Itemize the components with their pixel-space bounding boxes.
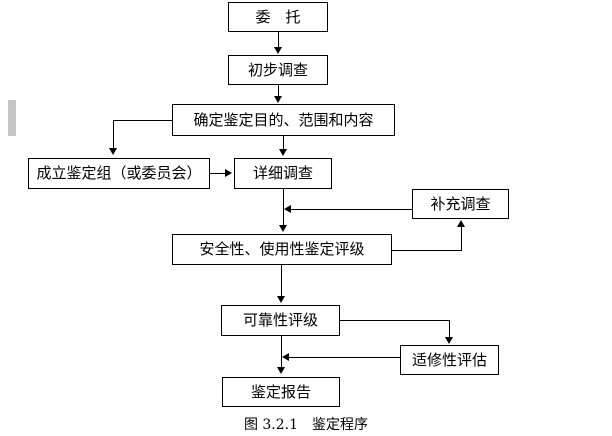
arrowhead-safety-to-reliability [277, 296, 285, 303]
arrowhead-supplementary-to-trunk [284, 205, 291, 213]
node-supplementary-survey[interactable]: 补充调查 [412, 189, 509, 219]
node-appraisal-report[interactable]: 鉴定报告 [222, 377, 340, 407]
node-supplementary-survey-label: 补充调查 [430, 194, 491, 213]
edge-team-to-detailed [210, 173, 226, 174]
node-entrust[interactable]: 委 托 [228, 2, 328, 32]
arrowhead-detailed-to-safety [279, 225, 287, 232]
arrowhead-preliminary-to-define [274, 96, 282, 103]
node-safety-usability-rating-label: 安全性、使用性鉴定评级 [199, 240, 365, 258]
node-define-purpose-label: 确定鉴定目的、范围和内容 [193, 110, 374, 129]
edge-define-to-team-horizontal [113, 120, 173, 121]
node-form-team-label: 成立鉴定组（或委员会） [36, 164, 202, 182]
node-reliability-rating[interactable]: 可靠性评级 [221, 305, 340, 336]
edge-safety-to-supplementary-vertical [461, 227, 462, 251]
node-repairability-assessment[interactable]: 适修性评估 [400, 345, 499, 375]
figure-caption: 图 3.2.1 鉴定程序 [243, 417, 369, 433]
node-define-purpose[interactable]: 确定鉴定目的、范围和内容 [172, 104, 395, 136]
arrowhead-safety-to-supplementary [457, 220, 465, 227]
edge-reliability-to-report [281, 336, 282, 368]
edge-safety-to-supplementary-horizontal [392, 250, 462, 251]
edge-define-to-team-vertical [113, 120, 114, 148]
arrowhead-define-to-detailed [279, 149, 287, 156]
margin-mark [8, 100, 16, 136]
edge-detailed-to-safety [283, 189, 284, 226]
node-detailed-survey[interactable]: 详细调查 [234, 158, 332, 189]
arrowhead-repairability-to-trunk [282, 353, 289, 361]
edge-reliability-to-repairability-horizontal [340, 320, 450, 321]
edge-supplementary-to-trunk [290, 209, 412, 210]
node-preliminary-survey[interactable]: 初步调查 [228, 55, 328, 85]
node-appraisal-report-label: 鉴定报告 [250, 382, 311, 401]
node-form-team[interactable]: 成立鉴定组（或委员会） [28, 158, 210, 189]
node-safety-usability-rating[interactable]: 安全性、使用性鉴定评级 [172, 234, 392, 265]
edge-safety-to-reliability [281, 265, 282, 296]
edge-repairability-to-trunk [289, 357, 400, 358]
node-preliminary-survey-label: 初步调查 [247, 60, 308, 79]
edge-preliminary-to-define [278, 85, 279, 97]
node-entrust-label: 委 托 [255, 7, 301, 26]
arrowhead-reliability-to-report [277, 367, 285, 374]
edge-define-to-detailed [283, 136, 284, 150]
edge-reliability-to-repairability-vertical [449, 320, 450, 338]
node-repairability-assessment-label: 适修性评估 [411, 350, 487, 369]
arrowhead-define-to-team [109, 148, 117, 155]
node-reliability-rating-label: 可靠性评级 [242, 311, 318, 329]
node-detailed-survey-label: 详细调查 [252, 164, 313, 182]
arrowhead-reliability-to-repairability [445, 337, 453, 344]
arrowhead-entrust-to-preliminary [274, 47, 282, 54]
edge-entrust-to-preliminary [278, 32, 279, 48]
arrowhead-team-to-detailed [225, 169, 232, 177]
